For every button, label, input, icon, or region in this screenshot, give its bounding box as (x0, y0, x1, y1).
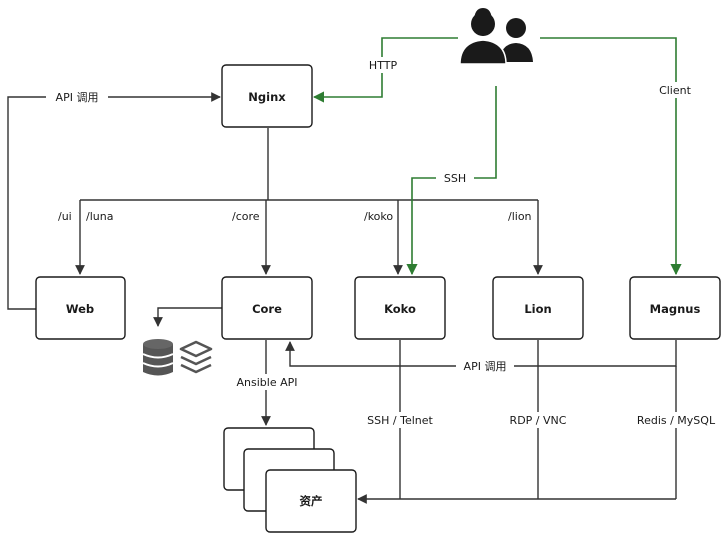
lion-label: Lion (524, 302, 551, 316)
magnus-label: Magnus (650, 302, 701, 316)
ssh-label: SSH (444, 172, 466, 185)
nginx-box (221, 64, 313, 128)
assets-label: 资产 (300, 494, 323, 508)
core-to-db-arrow (153, 307, 222, 327)
ansible-label: Ansible API (237, 376, 298, 389)
route-ui-label: /ui (58, 210, 72, 223)
redis-mysql-label-bg (628, 412, 724, 428)
koko-label: Koko (384, 302, 416, 316)
client-user-arrow (540, 37, 682, 276)
http-label: HTTP (369, 59, 398, 72)
users-icon (459, 8, 533, 65)
ssh-telnet-label: SSH / Telnet (367, 414, 433, 427)
route-koko-label: /koko (364, 210, 393, 223)
ssh-telnet-label-bg (360, 412, 440, 428)
lion-box (492, 276, 584, 340)
api-left-label-bg (46, 89, 108, 105)
web-api-loop-arrow (7, 92, 221, 310)
database-icon (142, 339, 174, 376)
nginx-label: Nginx (248, 90, 286, 104)
rdp-vnc-label-bg (504, 412, 572, 428)
layers-icon (179, 340, 213, 374)
ssh-label-bg (436, 170, 474, 186)
redis-mysql-label: Redis / MySQL (637, 414, 716, 427)
magnus-box (629, 276, 721, 340)
koko-box (354, 276, 446, 340)
ansible-label-bg (230, 374, 304, 390)
web-box (35, 276, 126, 340)
asset-box-front (265, 469, 357, 533)
core-label: Core (252, 302, 282, 316)
api-left-label: API 调用 (56, 91, 99, 104)
http-label-bg (364, 57, 402, 73)
route-luna-label: /luna (86, 210, 113, 223)
web-label: Web (66, 302, 94, 316)
api-mid-label-bg (456, 358, 514, 374)
api-mid-label: API 调用 (464, 360, 507, 373)
client-label: Client (659, 84, 692, 97)
route-lion-label: /lion (508, 210, 532, 223)
route-core-label: /core (232, 210, 260, 223)
core-box (221, 276, 313, 340)
client-label-bg (652, 82, 698, 98)
rdp-vnc-label: RDP / VNC (510, 414, 567, 427)
